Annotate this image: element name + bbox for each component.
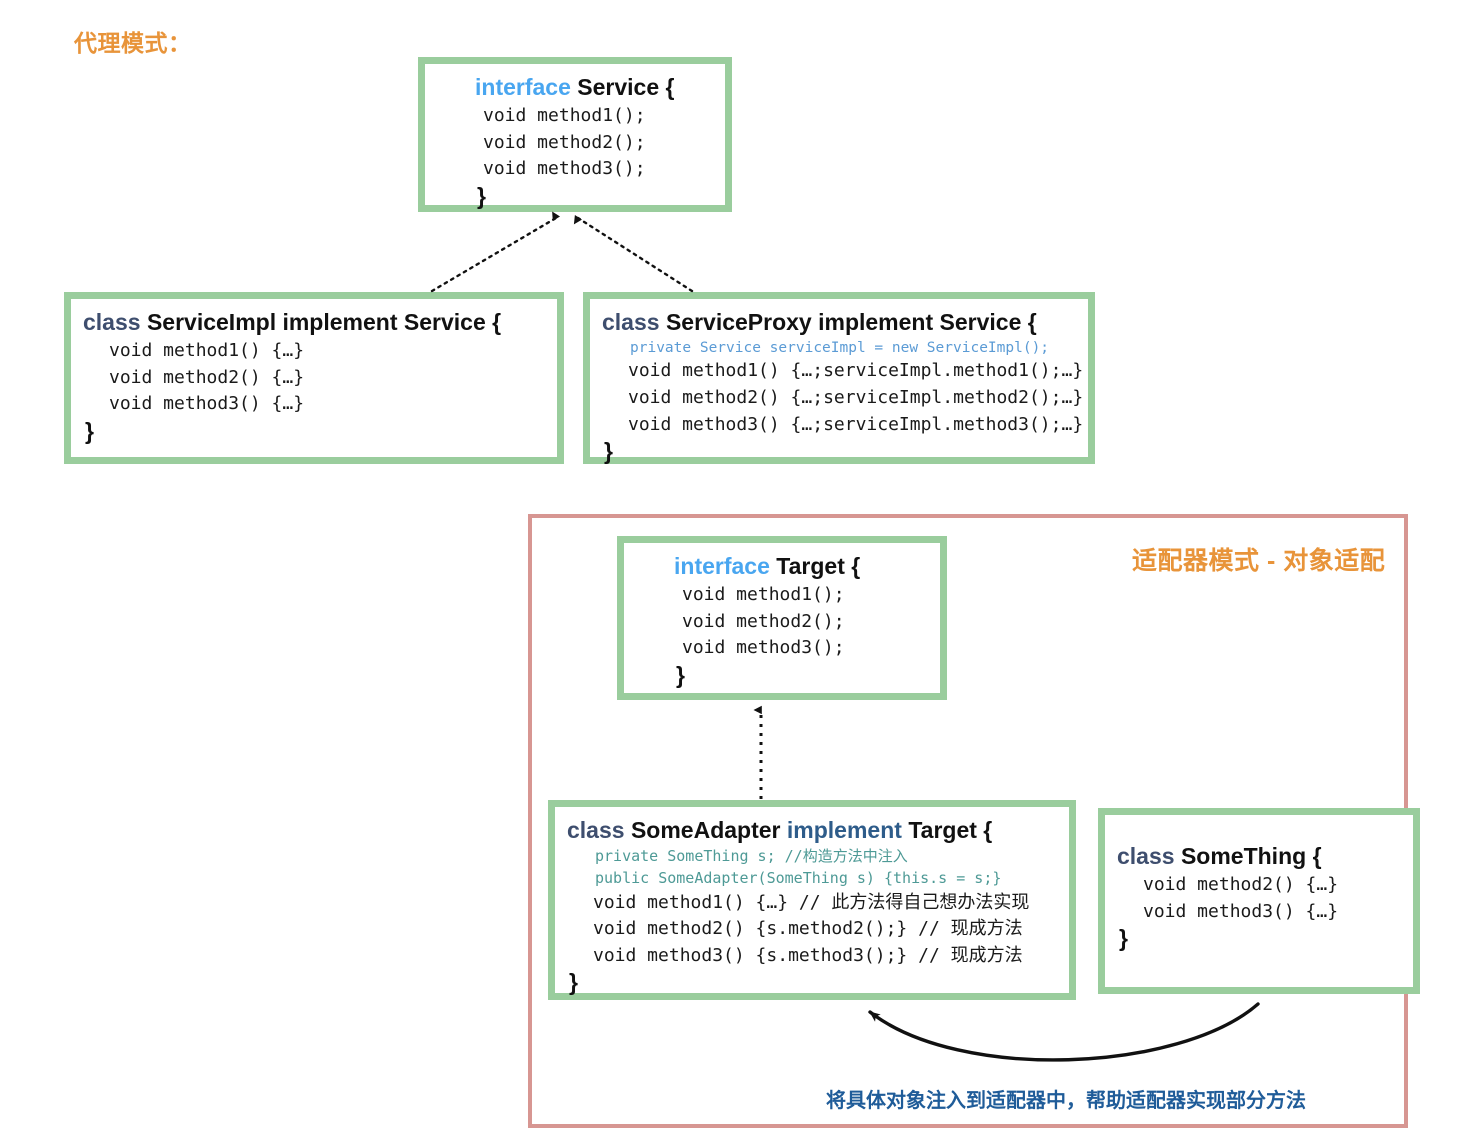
service-interface-body: interface Service { void method1(); void… (425, 64, 725, 221)
class-keyword: class (602, 309, 660, 335)
service-proxy-header: class ServiceProxy implement Service { (602, 307, 1076, 338)
service-interface-header: interface Service { (437, 72, 713, 103)
target-interface-name: Target { (776, 553, 861, 579)
service-method-2: void method2(); (483, 131, 646, 153)
class-keyword: class (567, 817, 625, 843)
some-adapter-method-2: void method2() {s.method2();} // 现成方法 (593, 918, 1023, 940)
proxy-pattern-title: 代理模式： (74, 30, 192, 56)
service-impl-name: ServiceImpl implement Service { (146, 309, 502, 335)
service-impl-body: class ServiceImpl implement Service { vo… (71, 299, 557, 456)
service-proxy-method-1: void method1() {…;serviceImpl.method1();… (628, 360, 1084, 382)
some-thing-header: class SomeThing { (1117, 841, 1401, 872)
some-thing-close-brace: } (1119, 925, 1128, 952)
some-adapter-method-3: void method3() {s.method3();} // 现成方法 (593, 944, 1023, 966)
adapter-pattern-title: 适配器模式 - 对象适配 (1132, 547, 1386, 575)
target-close-brace: } (676, 661, 685, 688)
service-interface-name: Service { (577, 74, 675, 100)
some-adapter-constructor: public SomeAdapter(SomeThing s) {this.s … (595, 868, 1002, 887)
service-proxy-field: private Service serviceImpl = new Servic… (630, 340, 1050, 357)
uml-box-service-impl: class ServiceImpl implement Service { vo… (64, 292, 564, 464)
service-impl-close-brace: } (85, 417, 94, 444)
interface-keyword: interface (475, 74, 571, 100)
uml-box-target-interface: interface Target { void method1(); void … (617, 536, 947, 700)
service-impl-header: class ServiceImpl implement Service { (83, 307, 545, 338)
some-adapter-header: class SomeAdapter implement Target { (567, 815, 1057, 846)
some-adapter-field: private SomeThing s; //构造方法中注入 (595, 847, 908, 866)
uml-box-some-adapter: class SomeAdapter implement Target { pri… (548, 800, 1076, 1000)
some-thing-name: SomeThing { (1180, 843, 1322, 869)
service-method-1: void method1(); (483, 105, 646, 127)
target-method-3: void method3(); (682, 637, 845, 659)
target-interface-body: interface Target { void method1(); void … (624, 543, 940, 700)
uml-box-some-thing: class SomeThing { void method2() {…} voi… (1098, 808, 1420, 994)
some-adapter-close-brace: } (569, 969, 578, 996)
service-close-brace: } (477, 182, 486, 209)
interface-keyword: interface (674, 553, 770, 579)
arrow-service-impl-to-service (430, 211, 561, 293)
implement-keyword: implement (786, 817, 902, 843)
service-impl-method-1: void method1() {…} (109, 340, 305, 362)
service-proxy-method-2: void method2() {…;serviceImpl.method2();… (628, 386, 1084, 408)
some-thing-body: class SomeThing { void method2() {…} voi… (1105, 815, 1413, 963)
service-impl-method-2: void method2() {…} (109, 366, 305, 388)
class-keyword: class (1117, 843, 1175, 869)
some-thing-method-2: void method3() {…} (1143, 900, 1339, 922)
some-thing-method-1: void method2() {…} (1143, 874, 1339, 896)
some-adapter-body: class SomeAdapter implement Target { pri… (555, 807, 1069, 1007)
service-impl-method-3: void method3() {…} (109, 393, 305, 415)
service-proxy-body: class ServiceProxy implement Service { p… (590, 299, 1088, 476)
some-adapter-name: SomeAdapter (630, 817, 781, 843)
uml-box-service-interface: interface Service { void method1(); void… (418, 57, 732, 212)
class-keyword: class (83, 309, 141, 335)
service-proxy-method-3: void method3() {…;serviceImpl.method3();… (628, 413, 1084, 435)
service-proxy-name: ServiceProxy implement Service { (665, 309, 1037, 335)
arrow-service-proxy-to-service (573, 215, 694, 293)
uml-box-service-proxy: class ServiceProxy implement Service { p… (583, 292, 1095, 464)
target-interface-header: interface Target { (636, 551, 928, 582)
target-method-2: void method2(); (682, 610, 845, 632)
service-method-3: void method3(); (483, 158, 646, 180)
some-adapter-target-name: Target { (908, 817, 993, 843)
adapter-injection-caption: 将具体对象注入到适配器中，帮助适配器实现部分方法 (826, 1090, 1306, 1112)
some-adapter-method-1: void method1() {…} // 此方法得自己想办法实现 (593, 891, 1030, 913)
target-method-1: void method1(); (682, 584, 845, 606)
service-proxy-close-brace: } (604, 438, 613, 465)
